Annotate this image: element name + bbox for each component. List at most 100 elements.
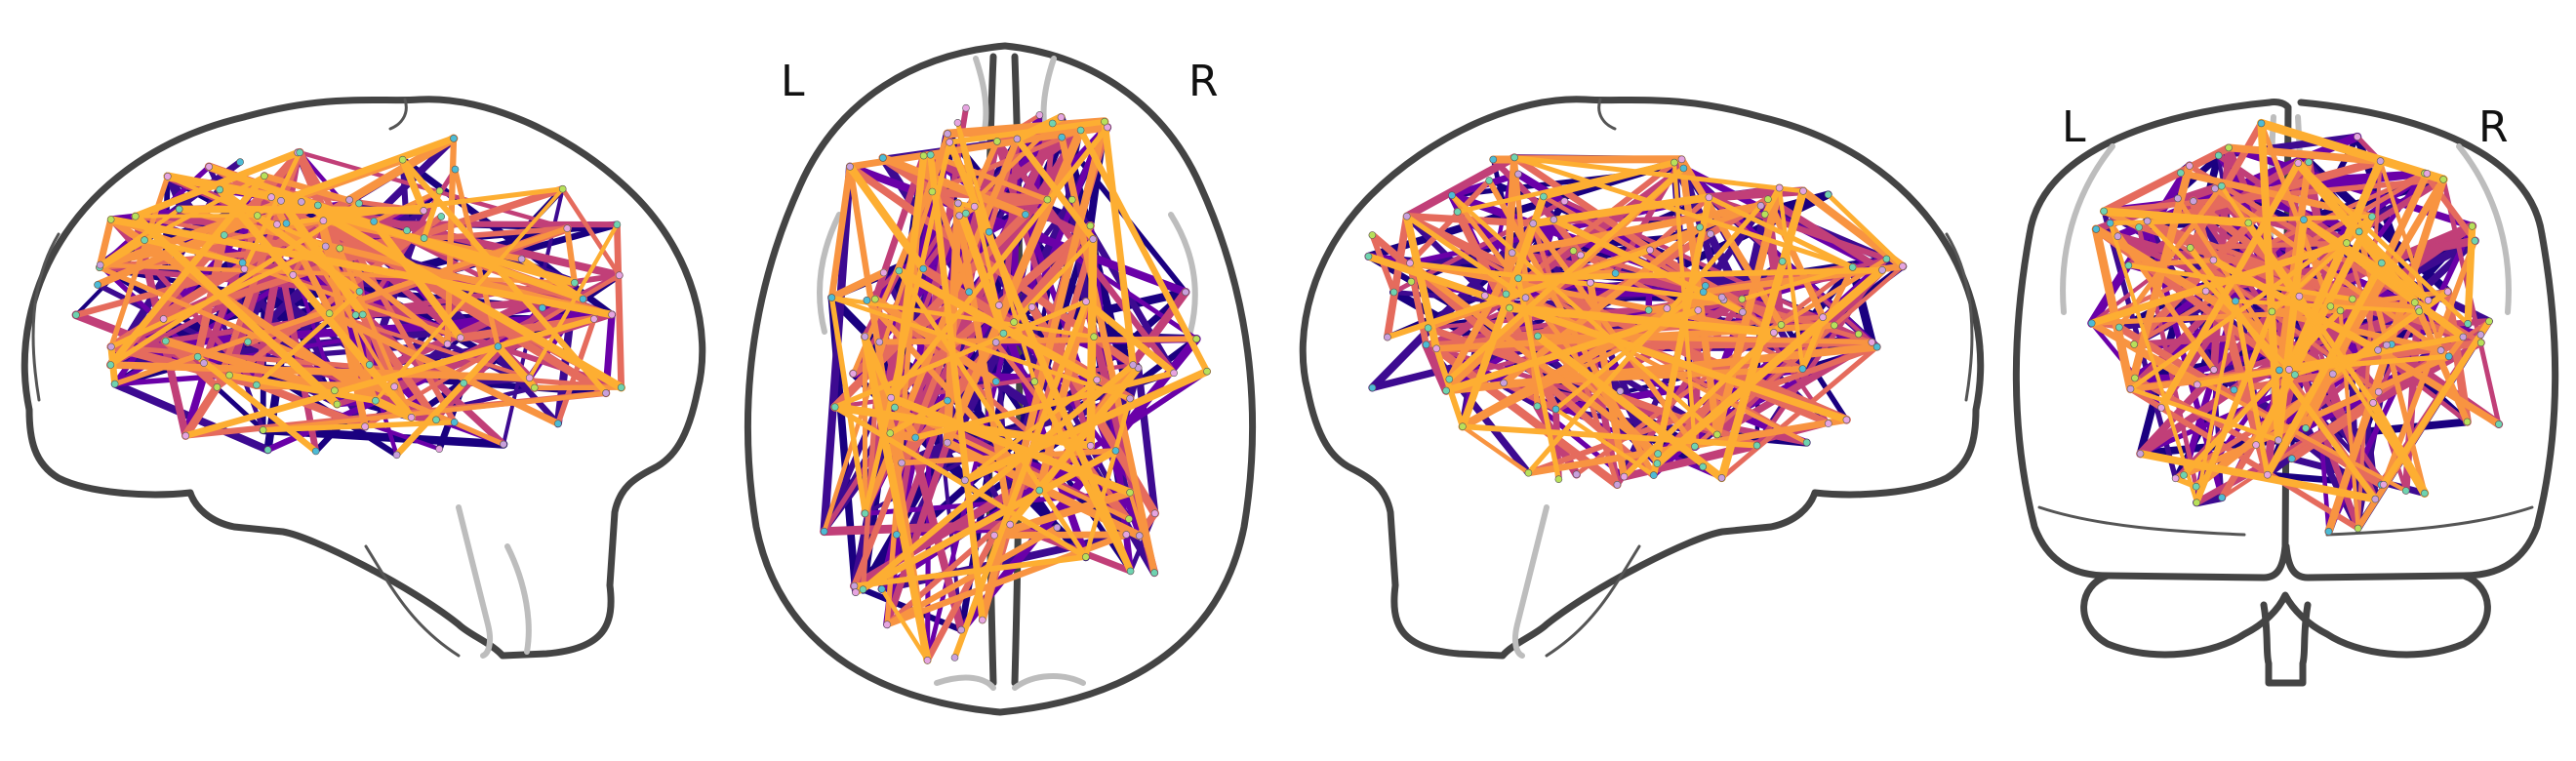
connectome-edge [896,267,1089,560]
connectome-edge [2378,159,2443,353]
connectome-node [946,139,954,146]
connectome-edge [887,397,950,436]
connectome-node [273,220,281,228]
connectome-edge [860,361,1137,593]
connectome-node [2214,151,2223,160]
connectome-node [298,198,305,206]
connectome-node [1010,318,1018,326]
connectome-node [370,218,379,225]
connectome-node [965,288,973,297]
connectome-node [159,315,168,323]
connectome-edge [254,289,362,388]
connectome-edge [955,120,1006,336]
connectome-node [240,264,249,273]
connectome-node [923,656,932,664]
connectome-edge [2245,220,2376,406]
connectome-edge [225,372,380,405]
connectome-node [1717,474,1726,482]
connectome-node [955,212,964,220]
connectome-edge [829,295,1133,401]
connectome-edge [1406,260,1429,348]
connectome-node [827,294,836,301]
connectome-node [2106,219,2114,227]
connectome-node [238,259,247,267]
connectome-node [2378,259,2386,267]
connectome-node [1677,155,1686,164]
connectome-node [1872,342,1881,351]
connectome-edge [1384,212,1411,341]
connectome-node [1699,288,1708,297]
connectome-edge [927,151,986,623]
connectome-edge [876,336,1200,345]
connectome-node [365,360,374,369]
connectome-node [1534,332,1542,340]
connectome-node [392,451,401,460]
connectome-node [2376,157,2385,165]
connectome-edge [2300,216,2468,341]
connectome-node [861,333,869,340]
coronal-cerebellum [2080,572,2491,659]
connectome-node [887,393,896,402]
connectome-node [1514,170,1522,179]
connectome-node [2374,387,2383,396]
connectome-edge [133,214,260,219]
connectome-edge [96,236,148,271]
connectome-edge [1134,364,1159,517]
connectome-edge [990,531,1130,540]
connectome-node [1150,509,1159,518]
connectome-node [107,342,115,351]
connectome-node [1048,119,1057,128]
connectome-node [259,425,267,434]
connectome-edge [1524,416,1850,477]
connectome-edge [2327,289,2451,309]
connectome-edge [2464,222,2476,328]
connectome-edge [2275,158,2313,375]
connectome-node [1150,569,1158,577]
connectome-node [1403,212,1411,220]
connectome-node [361,422,369,431]
connectome-edge [953,199,1008,338]
connectome-edge [2421,170,2478,244]
connectome-edge [614,220,625,391]
connectome-node [296,148,304,157]
connectome-node [554,420,562,428]
connectome-node [1076,126,1085,135]
connectome-node [1082,553,1090,561]
connectome-node [1650,471,1658,479]
sagittal-right-view [1299,96,1985,660]
connectome-edge [894,525,1060,538]
connectome-node [500,440,507,449]
connectome-node [1101,117,1108,126]
connectome-node [1654,450,1662,458]
connectome-node [1510,153,1518,162]
connectome-node [2232,297,2239,305]
connectome-node [2268,307,2276,316]
connectome-node [2302,424,2310,432]
connectome-node [2383,340,2391,349]
connectome-node [2192,482,2200,491]
connectome-node [2380,480,2388,489]
connectome-node [175,205,183,214]
connectome-edge [2108,220,2199,505]
connectome-node [2210,366,2218,374]
connectome-edge [96,216,115,271]
connectome-node [1368,383,1377,392]
connectome-node [225,371,233,380]
connectome-node [1006,520,1014,529]
connectome-edge [444,135,458,347]
connectome-node [538,303,546,312]
connectome-node [2424,296,2433,304]
connectome-node [1090,333,1098,341]
connectome-node [2343,239,2351,247]
connectome-node [216,185,223,194]
connectome-edge [1508,201,1765,258]
connectome-node [1778,258,1787,265]
connectome-edge [1553,283,1709,412]
connectome-node [1524,468,1533,477]
connectome-edge [1407,178,1493,266]
connectome-node [331,386,339,395]
connectome-node [435,445,444,454]
connectome-node [1554,475,1563,484]
connectome-edge [2257,118,2448,184]
sagittal-right-sulcus-2 [1945,232,1974,402]
